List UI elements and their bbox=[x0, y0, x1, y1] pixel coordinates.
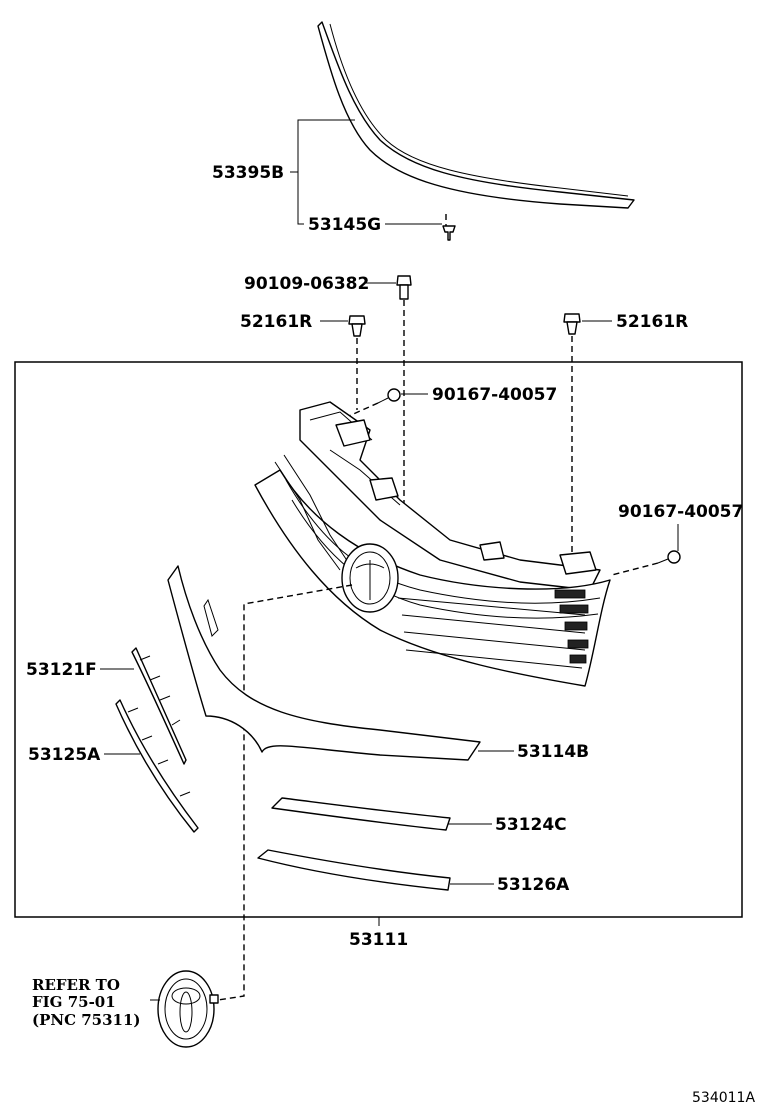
molding-53125a-part bbox=[115, 699, 199, 833]
refer-line-3: (PNC 75311) bbox=[32, 1011, 141, 1029]
clip-52161r-right-part bbox=[563, 313, 581, 335]
refer-line-2: FIG 75-01 bbox=[32, 993, 116, 1011]
label-52161r-left: 52161R bbox=[240, 312, 312, 332]
upper-molding-part bbox=[317, 21, 635, 209]
label-53121f: 53121F bbox=[26, 660, 97, 680]
radiator-grille-part bbox=[254, 401, 611, 687]
label-53126a: 53126A bbox=[497, 875, 570, 895]
molding-53126a-part bbox=[257, 849, 451, 891]
clip-53145g-part bbox=[442, 225, 456, 241]
label-53125a: 53125A bbox=[28, 745, 101, 765]
screw-90167-right-part bbox=[657, 550, 681, 564]
label-90167-40057-top: 90167-40057 bbox=[432, 385, 557, 405]
label-53395b: 53395B bbox=[212, 163, 284, 183]
bolt-90109-part bbox=[396, 275, 412, 300]
clip-52161r-left-part bbox=[348, 315, 366, 337]
toyota-emblem-part bbox=[157, 970, 219, 1048]
label-90167-40057-right: 90167-40057 bbox=[618, 502, 743, 522]
label-52161r-right: 52161R bbox=[616, 312, 688, 332]
assembly-53111-frame bbox=[14, 361, 743, 918]
molding-53124c-part bbox=[271, 797, 451, 831]
screw-90167-top-part bbox=[377, 388, 401, 404]
figure-id: 534011A bbox=[692, 1090, 755, 1106]
label-53114b: 53114B bbox=[517, 742, 589, 762]
garnish-53114b-part bbox=[167, 565, 481, 761]
label-53124c: 53124C bbox=[495, 815, 567, 835]
label-53111: 53111 bbox=[349, 930, 408, 950]
molding-53121f-part bbox=[131, 647, 187, 765]
label-53145g: 53145G bbox=[308, 215, 381, 235]
refer-line-1: REFER TO bbox=[32, 976, 120, 994]
label-90109-06382: 90109-06382 bbox=[244, 274, 369, 294]
